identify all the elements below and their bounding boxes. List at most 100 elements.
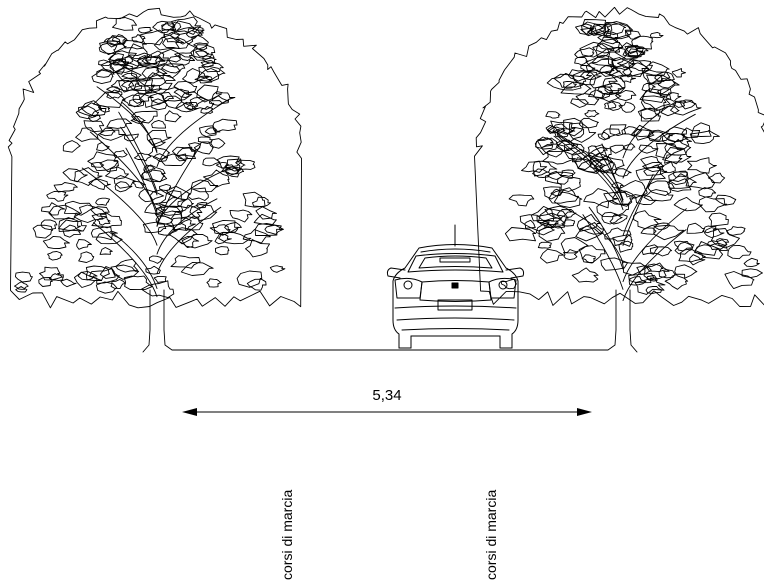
tree-foliage-clump [192, 48, 213, 61]
tree-foliage-clump [560, 81, 592, 95]
tree-foliage-clump [647, 180, 675, 196]
tree-foliage-clump [209, 224, 231, 235]
tree-foliage-clump [190, 44, 216, 60]
tree-foliage-clump [112, 17, 138, 31]
tree-foliage-clump [141, 66, 168, 80]
tree-foliage-clump [622, 143, 636, 151]
tree-foliage-clump [597, 131, 611, 141]
tree-foliage-clump [162, 37, 190, 50]
tree-foliage-clump [187, 187, 209, 201]
tree-canopy-outline [474, 6, 764, 307]
tree-foliage-clump [202, 169, 230, 188]
tree-foliage-clump [547, 170, 564, 180]
tree-foliage-clump [88, 178, 111, 190]
tree-foliage-clump [190, 179, 219, 193]
tree-foliage-clump [553, 191, 583, 209]
tree-branch [582, 214, 624, 290]
tree-foliage-clump [218, 231, 252, 245]
tree-foliage-clump [143, 164, 156, 174]
tree-foliage-clump [689, 130, 720, 145]
tree-foliage-clump [123, 275, 153, 290]
tree-foliage-clump [615, 168, 632, 177]
tree-foliage-clump [221, 164, 240, 176]
tree-foliage-clump [99, 40, 127, 56]
tree-foliage-clump [204, 127, 217, 135]
tree-left [7, 7, 302, 353]
tree-foliage-clump [85, 265, 111, 282]
tree-foliage-clump [633, 129, 655, 141]
tree-branch [156, 198, 218, 255]
tree-foliage-clump [216, 155, 242, 169]
tree-foliage-clump [628, 272, 655, 284]
tree-foliage-clump [704, 227, 725, 238]
tree-foliage-clump [694, 244, 722, 256]
tree-foliage-clump [215, 161, 230, 169]
tree-foliage-clump [504, 227, 537, 242]
tree-foliage-clump [108, 50, 137, 66]
tree-foliage-clump [668, 133, 685, 142]
tree-branch [601, 143, 624, 203]
tree-foliage-clump [681, 127, 701, 139]
tree-foliage-clump [674, 241, 694, 255]
tree-foliage-clump [670, 100, 702, 116]
tree-foliage-clump [655, 143, 684, 159]
tree-foliage-clump [642, 61, 670, 76]
tree-foliage-clump [99, 127, 116, 137]
tree-foliage-clump [168, 227, 199, 245]
tree-foliage-clump [180, 261, 214, 276]
tree-foliage-clump [180, 91, 208, 108]
tree-foliage-clump [617, 58, 635, 69]
tree-foliage-clump [641, 82, 656, 92]
tree-foliage-clump [73, 204, 107, 223]
tree-foliage-clump [553, 73, 587, 88]
tree-foliage-clump [690, 122, 712, 137]
tree-foliage-clump [664, 139, 692, 156]
tree-foliage-clump [571, 148, 592, 163]
tree-branch [93, 222, 158, 298]
tree-foliage-clump [604, 101, 617, 110]
tree-foliage-clump [172, 20, 195, 35]
tree-foliage-clump [575, 93, 600, 106]
tree-foliage-clump [538, 225, 566, 242]
tree-foliage-clump [609, 65, 633, 78]
tree-foliage-clump [58, 219, 87, 232]
tree-foliage-clump [612, 190, 637, 207]
tree-branch [622, 173, 654, 246]
tree-foliage-clump [95, 281, 118, 294]
tree-foliage-clump [194, 75, 213, 84]
tree-foliage-clump [150, 85, 162, 93]
tree-foliage-clump [618, 240, 634, 253]
tree-foliage-clump [170, 217, 196, 231]
tree-foliage-clump [648, 74, 680, 95]
tree-foliage-clump [15, 286, 28, 293]
tree-foliage-clump [175, 153, 188, 162]
tree-foliage-clump [197, 136, 213, 145]
tree-foliage-clump [180, 216, 204, 231]
tree-foliage-clump [93, 91, 126, 108]
tree-foliage-clump [535, 223, 555, 236]
tree-foliage-clump [192, 26, 205, 34]
tree-foliage-clump [724, 271, 755, 290]
tree-foliage-clump [668, 178, 692, 192]
tree-foliage-clump [542, 186, 564, 200]
tree-foliage-clump [146, 129, 172, 146]
tree-foliage-clump [563, 143, 585, 156]
tree-branch [81, 167, 158, 246]
tree-foliage-clump [42, 235, 70, 249]
tree-foliage-clump [674, 264, 698, 279]
tree-foliage-clump [643, 262, 670, 281]
tree-foliage-clump [91, 69, 114, 85]
tree-branch [156, 98, 231, 168]
tree-foliage-clump [138, 27, 153, 34]
tree-branch [553, 135, 624, 211]
dimension-label: 5,34 [372, 387, 401, 404]
tree-foliage-clump [631, 35, 654, 50]
tree-foliage-clump [621, 261, 648, 276]
tree-foliage-clump [91, 212, 122, 229]
tree-foliage-clump [668, 171, 689, 186]
tree-foliage-clump [649, 31, 664, 39]
tree-foliage-clump [242, 191, 266, 208]
tree-foliage-clump [574, 47, 595, 59]
tree-foliage-clump [193, 42, 208, 51]
